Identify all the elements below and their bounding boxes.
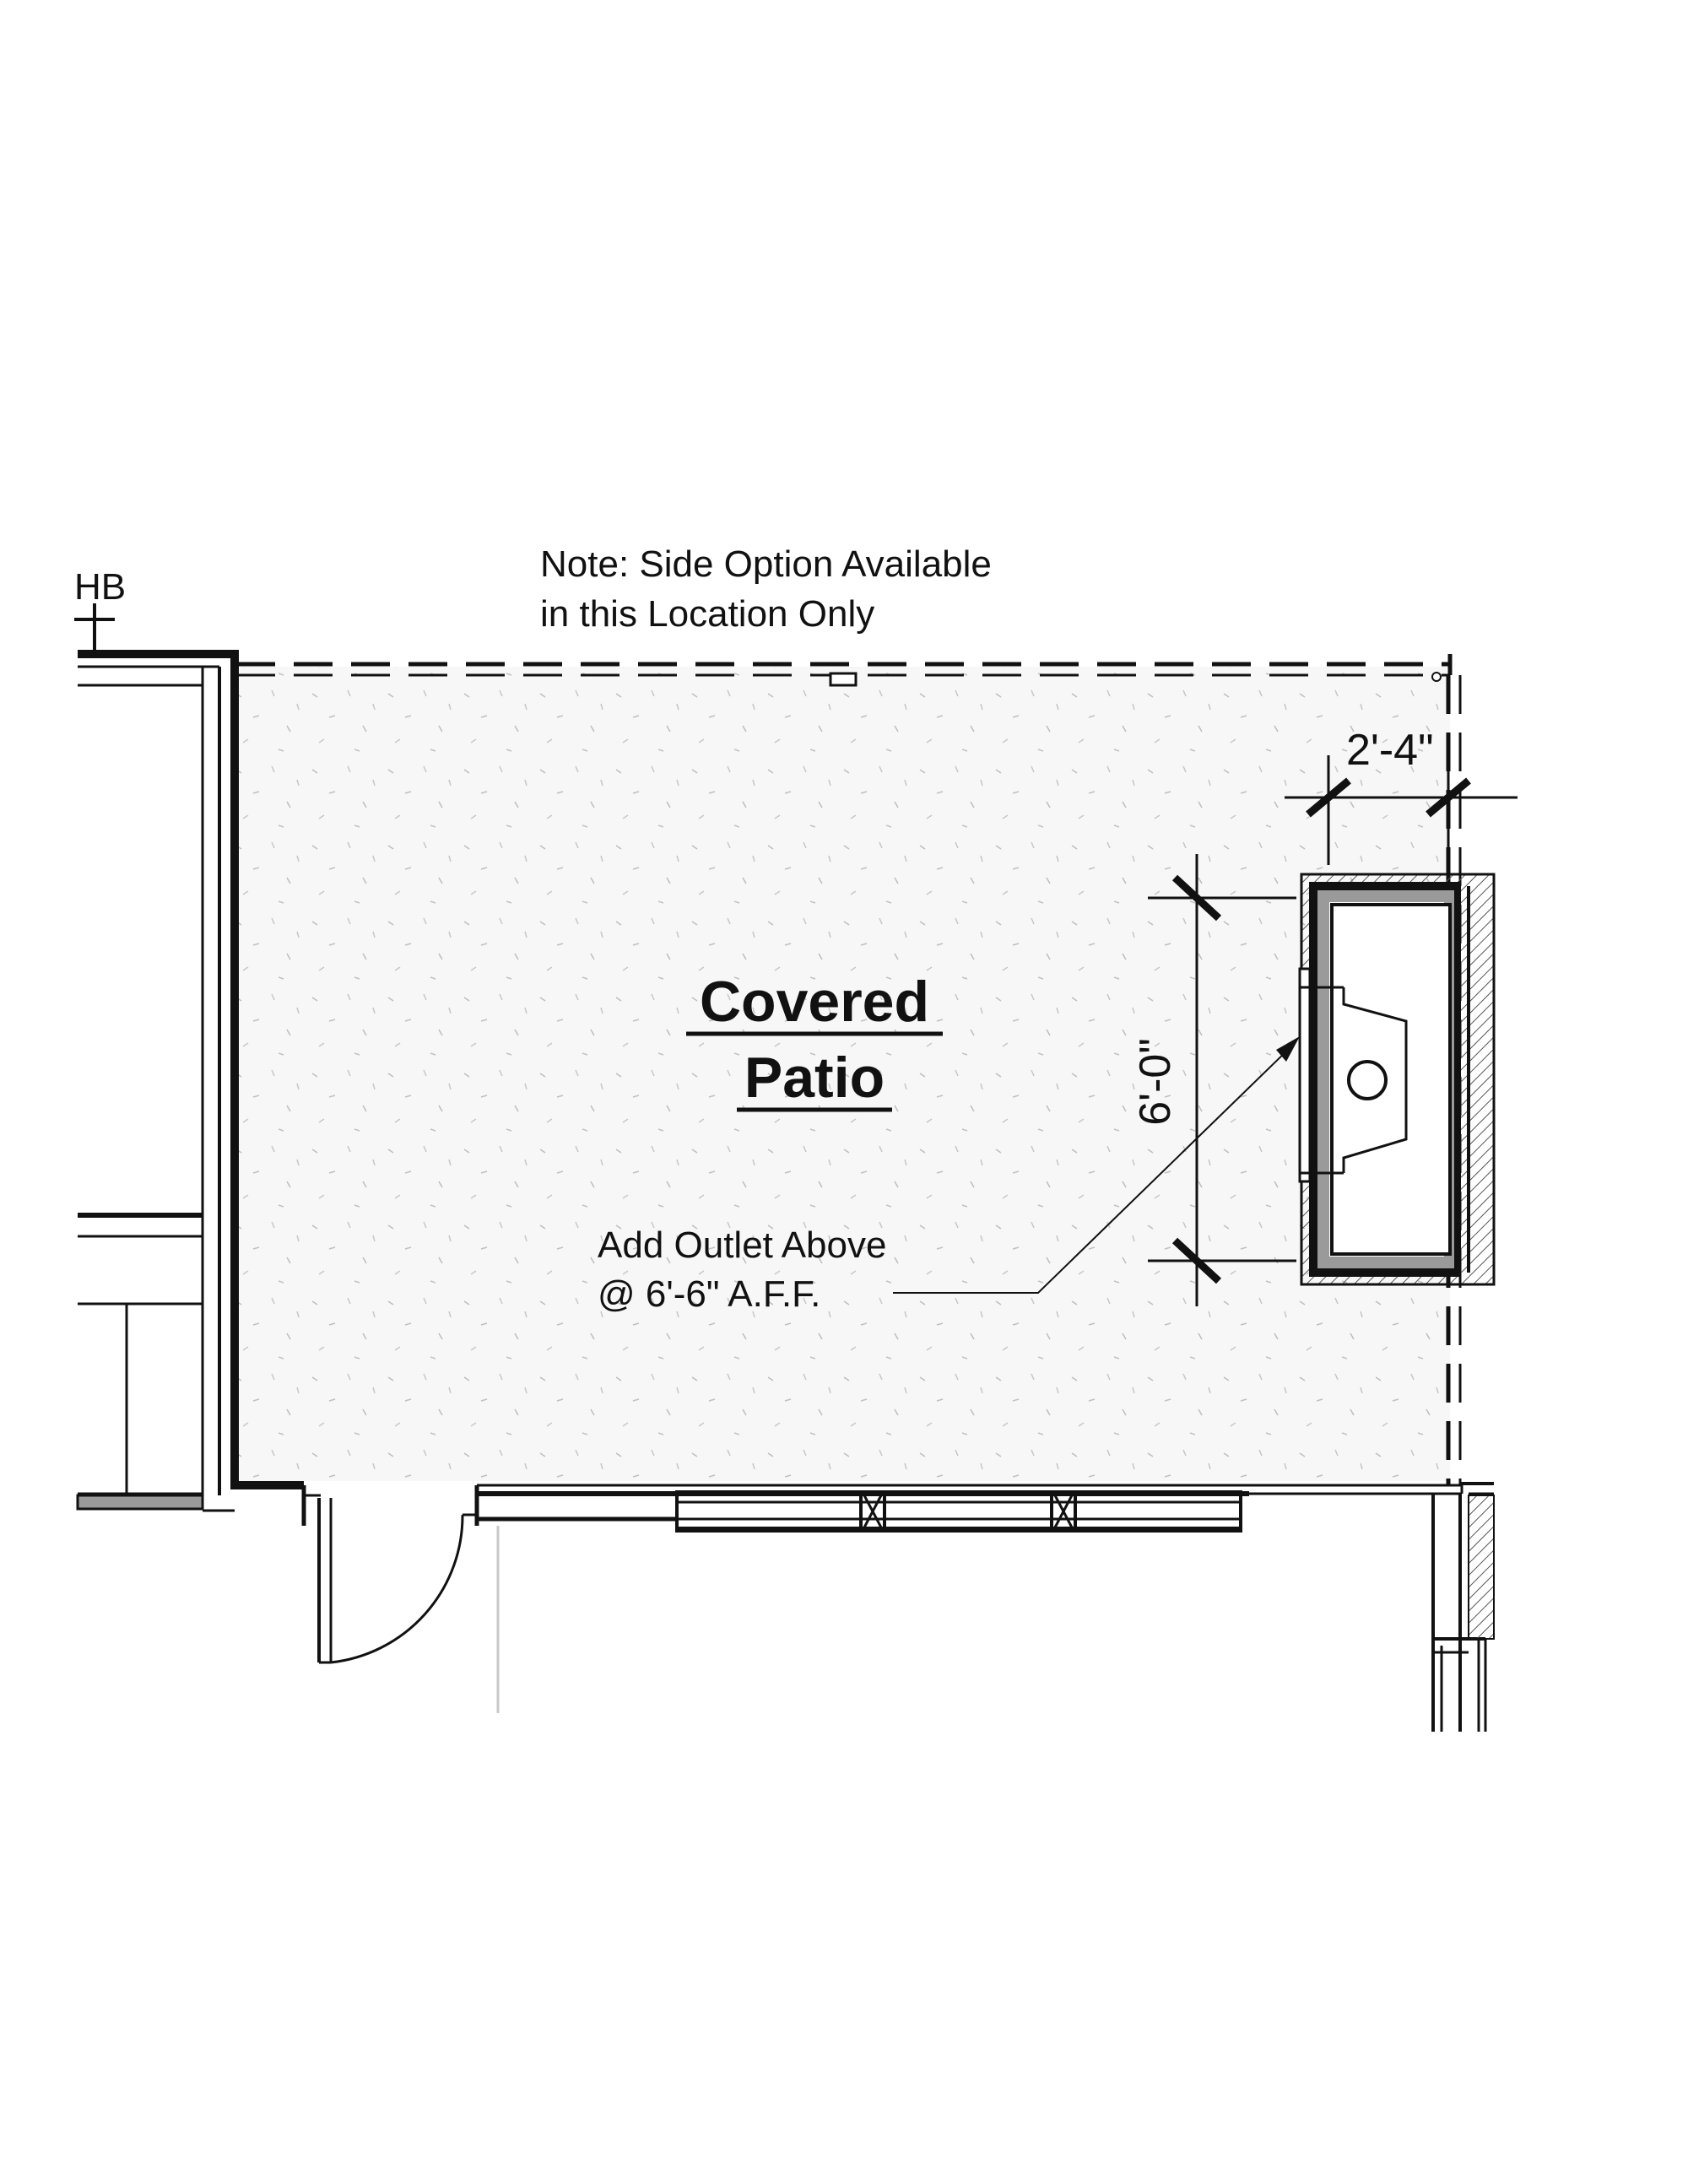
- hose-bib-label: HB: [74, 566, 126, 608]
- dimension-line-length: [1148, 854, 1296, 1306]
- dimension-line-width: [1285, 755, 1518, 865]
- house-wall-right: [1431, 1482, 1494, 1732]
- hose-bib-symbol: [74, 603, 115, 654]
- sliding-window: [675, 1490, 1242, 1533]
- right-wall-hatch: [1468, 1495, 1495, 1640]
- outlet-leader-line: [893, 1036, 1300, 1294]
- interior-walls-left: [78, 1213, 203, 1495]
- side-option-note-line1: Note: Side Option Available: [540, 543, 992, 585]
- outdoor-fireplace: [1298, 873, 1496, 1286]
- ceiling-fixture: [829, 672, 858, 687]
- patio-slab: [236, 667, 1450, 1481]
- corner-post: [1431, 672, 1442, 682]
- house-wall-left: [78, 650, 304, 1512]
- dimension-length-label: 6'-0": [1131, 1038, 1180, 1126]
- room-name-line2: Patio: [744, 1046, 885, 1110]
- door-swing: [317, 1498, 477, 1664]
- interior-wall-fill: [76, 1494, 204, 1511]
- outlet-note-line1: Add Outlet Above: [598, 1224, 886, 1266]
- side-option-note-line2: in this Location Only: [540, 593, 874, 635]
- dimension-width-label: 2'-4": [1346, 726, 1434, 775]
- room-name-line1: Covered: [700, 970, 929, 1034]
- outlet-note-line2: @ 6'-6" A.F.F.: [598, 1273, 820, 1315]
